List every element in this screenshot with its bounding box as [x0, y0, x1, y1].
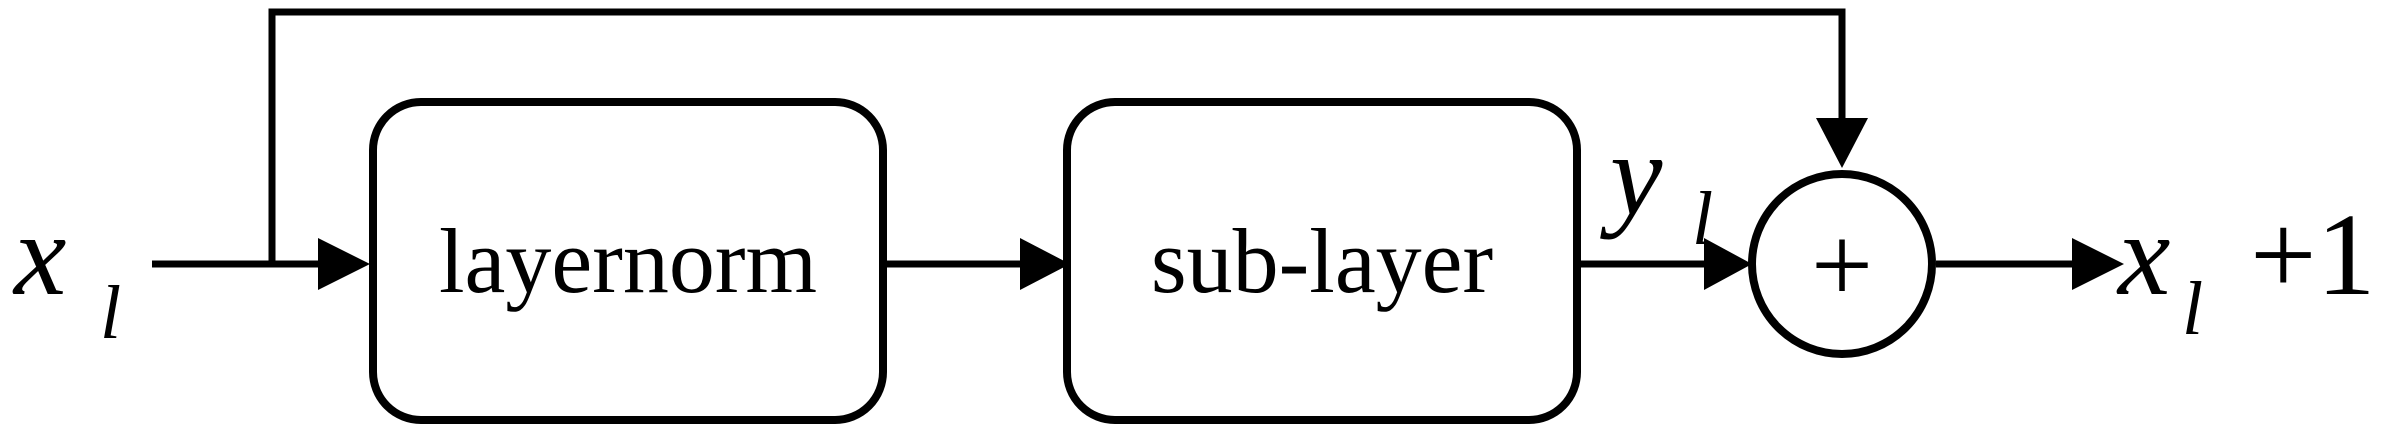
sum-node: +	[1748, 170, 1936, 358]
intermediate-label: y l	[1600, 109, 1713, 261]
layernorm-label: layernorm	[439, 210, 817, 312]
output-arrowhead	[2072, 238, 2124, 290]
output-label: x l +1	[2116, 189, 2376, 351]
output-var: x	[2116, 189, 2170, 320]
output-suffix: +1	[2250, 189, 2376, 320]
input-arrowhead	[318, 238, 370, 290]
sublayer-block: sub-layer	[1063, 98, 1581, 424]
sum-plus-sign: +	[1811, 204, 1873, 326]
output-sub: l	[2182, 267, 2203, 351]
sublayer-label: sub-layer	[1151, 210, 1493, 312]
skip-connection-arrowhead	[1816, 118, 1868, 168]
skip-connection-line	[268, 8, 1846, 264]
intermediate-var: y	[1600, 109, 1663, 240]
layernorm-block: layernorm	[369, 98, 887, 424]
sublayer-to-sum-arrowhead	[1704, 238, 1752, 290]
input-sub: l	[100, 271, 121, 355]
input-var: x	[12, 189, 66, 320]
layernorm-to-sublayer-arrowhead	[1020, 238, 1070, 290]
input-label: x l	[12, 189, 121, 355]
intermediate-sub: l	[1692, 177, 1713, 261]
